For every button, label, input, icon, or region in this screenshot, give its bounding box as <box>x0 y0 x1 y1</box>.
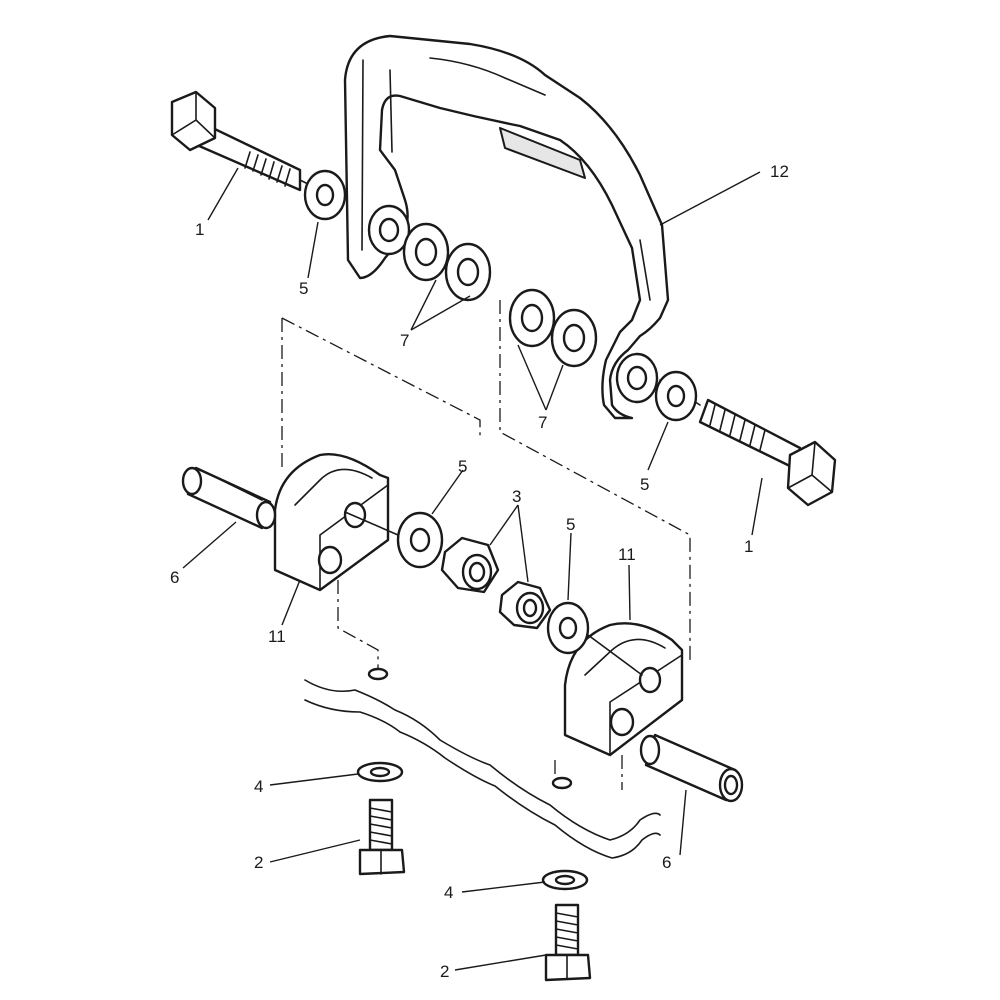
callout-5-upper: 5 <box>299 279 308 298</box>
callout-6-right: 6 <box>662 853 671 872</box>
callout-4-right: 4 <box>444 883 453 902</box>
lock-washer-left <box>356 761 404 783</box>
callout-1-lower: 1 <box>744 537 753 556</box>
washer-middle-right <box>546 601 590 655</box>
callout-3: 3 <box>512 487 521 506</box>
callout-labels: 1 1 2 2 3 4 4 5 5 5 5 6 6 7 7 11 11 12 <box>170 162 789 981</box>
spacer-washers-left <box>402 222 492 302</box>
screw-left <box>358 798 406 876</box>
nut-large <box>440 536 500 594</box>
sleeve-left <box>181 466 277 530</box>
handle-frame <box>343 34 670 420</box>
bracket-block-left <box>273 453 390 592</box>
callout-12: 12 <box>770 162 789 181</box>
bolt-upper-left <box>170 90 331 196</box>
callout-4-left: 4 <box>254 777 263 796</box>
callout-5-middle-left: 5 <box>458 457 467 476</box>
callout-11-left: 11 <box>268 627 286 646</box>
lock-washer-right <box>541 869 589 891</box>
washer-middle-left <box>396 511 444 569</box>
base-plate-edge <box>304 667 661 859</box>
callout-2-left: 2 <box>254 853 263 872</box>
callout-5-middle-right: 5 <box>566 515 575 534</box>
callout-1-upper: 1 <box>195 220 204 239</box>
callout-6-left: 6 <box>170 568 179 587</box>
callout-5-lower-right: 5 <box>640 475 649 494</box>
assembly-guide-lines <box>281 300 691 790</box>
screw-right <box>544 903 592 982</box>
callout-11-right: 11 <box>618 545 636 564</box>
spacer-washers-right <box>508 288 598 368</box>
washer-lower-right <box>654 370 698 422</box>
nut-small <box>498 580 552 630</box>
bolt-lower-right <box>659 379 837 507</box>
callout-7-left: 7 <box>400 331 409 350</box>
bracket-block-right <box>563 622 684 757</box>
callout-2-right: 2 <box>440 962 449 981</box>
callout-7-right: 7 <box>538 413 547 432</box>
sleeve-right <box>639 733 744 803</box>
washer-upper <box>303 169 347 221</box>
leader-lines <box>182 167 763 971</box>
